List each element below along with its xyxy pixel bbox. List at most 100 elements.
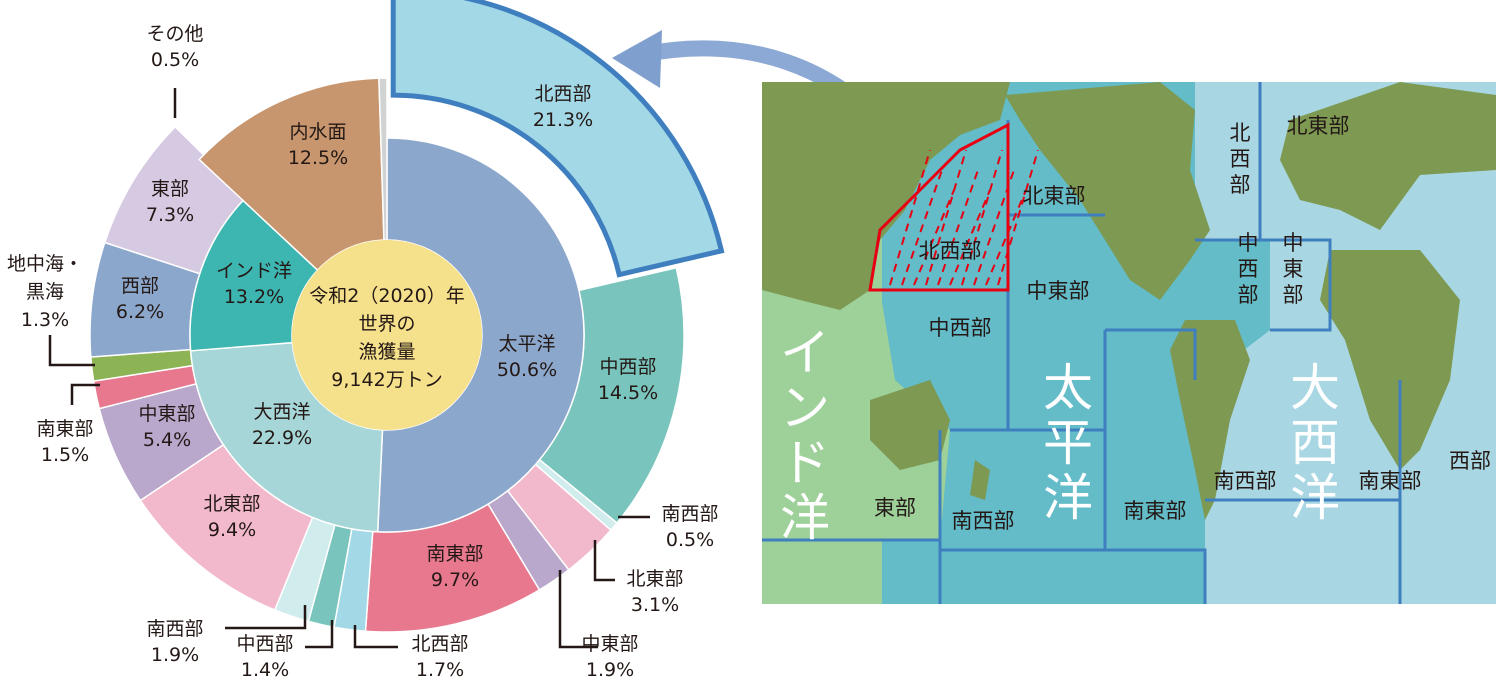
outer-9-value: 9.4% — [208, 519, 256, 541]
map-region-label-9: 南東部 — [1124, 499, 1187, 523]
map-region-label-6: 西部 — [1449, 449, 1491, 473]
hatch-line-6 — [961, 149, 1003, 286]
inner-pacific-label: 太平洋 — [498, 333, 555, 355]
outer-11-value: 1.5% — [41, 444, 89, 466]
map-region-label-13: 北 — [1230, 121, 1251, 145]
outer-5-value: 9.7% — [431, 569, 479, 591]
inner-atlantic-label: 大西洋 — [253, 401, 310, 423]
callout-lines — [48, 88, 650, 649]
outer-9-label: 北東部 — [203, 493, 260, 515]
inner-inland-value: 12.5% — [288, 147, 348, 169]
map-region-label-5: 東 — [1283, 257, 1304, 281]
outer-2-label: 南西部 — [661, 503, 718, 525]
map-region-label-3: 中西部 — [929, 316, 992, 340]
outer-8-label: 南西部 — [146, 618, 203, 640]
outer-10-value: 5.4% — [143, 429, 191, 451]
outer-3-label: 北東部 — [626, 568, 683, 590]
map-region-label-1: 北西部 — [919, 239, 982, 263]
outer-7-value: 1.4% — [241, 659, 289, 681]
outer-slice-0 — [390, 0, 725, 278]
land-5 — [870, 380, 950, 470]
map-ocean-name-2: 西 — [1290, 414, 1340, 472]
land-3 — [1280, 82, 1496, 230]
inner-indian-label: インド洋 — [216, 260, 292, 282]
region-border-4 — [1105, 328, 1197, 380]
outer-14-label: 東部 — [151, 178, 189, 200]
outer-7-label: 中西部 — [236, 633, 293, 655]
callout-line-7 — [70, 383, 100, 405]
callout-line-8 — [48, 335, 95, 367]
slice-labels: 太平洋 50.6% 大西洋 22.9% インド洋 13.2% 内水面 12.5% 北西部 21.3… — [7, 23, 719, 681]
map-ocean-name-0: ド — [780, 434, 830, 492]
center-circle — [292, 240, 482, 430]
land-0 — [762, 82, 1010, 310]
highlight-nw-pacific — [868, 122, 1010, 292]
outer-10-label: 中東部 — [138, 403, 195, 425]
inner-other-value: 0.5% — [151, 49, 199, 71]
map-region-label-4: 中 — [1238, 231, 1259, 255]
outer-1-value: 14.5% — [598, 382, 658, 404]
map-region-label-7: 東部 — [874, 496, 916, 520]
callout-line-5 — [305, 620, 334, 649]
map-ocean-name-1: 平 — [1043, 414, 1093, 472]
land-4 — [1320, 250, 1460, 470]
center-label-world: 世界の — [358, 313, 415, 335]
outer-5-label: 南東部 — [426, 543, 483, 565]
center-label-total: 9,142万トン — [331, 369, 442, 391]
hatch-line-1 — [901, 169, 943, 286]
outer-0-value: 21.3% — [533, 109, 593, 131]
land-2 — [1170, 320, 1250, 520]
map-ocean-name-0: ン — [780, 379, 830, 437]
map-region-label-0: 北東部 — [1023, 184, 1086, 208]
map-region-label-10: 南西部 — [1214, 469, 1277, 493]
outer-14-value: 7.3% — [146, 204, 194, 226]
region-border-6 — [940, 548, 1207, 604]
map-ocean-name-1: 洋 — [1043, 469, 1093, 527]
map-ocean-name-2: 洋 — [1290, 469, 1340, 527]
outer-6-value: 1.7% — [416, 659, 464, 681]
hatch-line-3 — [925, 149, 967, 286]
indian-ocean-east — [762, 290, 950, 540]
atlantic-ocean-area — [1195, 82, 1496, 604]
land-1 — [1005, 82, 1210, 300]
map-ocean-name-1: 太 — [1043, 359, 1093, 417]
outer-13-label: 西部 — [121, 275, 159, 297]
outer-11-label: 南東部 — [36, 418, 93, 440]
outer-label-blacksea: 黒海 — [26, 281, 64, 303]
map-region-label-11: 南東部 — [1359, 469, 1422, 493]
inner-inland-label: 内水面 — [289, 121, 346, 143]
hatch-line-8 — [985, 189, 1027, 286]
hatch-line-9 — [997, 149, 1039, 286]
map-region-label-12: 北東部 — [1287, 114, 1350, 138]
center-label-catch: 漁獲量 — [358, 341, 415, 363]
callout-line-3 — [558, 570, 598, 649]
hatch-line-5 — [949, 189, 991, 286]
region-border-9 — [1195, 238, 1332, 332]
hatch-line-0 — [889, 149, 931, 286]
inner-pacific-value: 50.6% — [497, 359, 557, 381]
outer-2-value: 0.5% — [666, 529, 714, 551]
donut-rings — [89, 0, 725, 633]
map-ocean-name-0: イ — [780, 324, 830, 382]
map-region-label-13: 西 — [1230, 147, 1251, 171]
map-region-label-2: 中東部 — [1027, 279, 1090, 303]
map-region-label-8: 南西部 — [952, 509, 1015, 533]
land-6 — [970, 460, 990, 500]
map-region-label-5: 部 — [1283, 283, 1304, 307]
hatch-line-4 — [937, 169, 979, 286]
outer-4-label: 中東部 — [581, 633, 638, 655]
inner-other-label: その他 — [146, 23, 203, 45]
outer-8-value: 1.9% — [151, 644, 199, 666]
hatch-line-7 — [973, 169, 1015, 286]
map-region-label-13: 部 — [1230, 173, 1251, 197]
outer-0-label: 北西部 — [534, 83, 591, 105]
world-ocean-map: 北東部北西部中東部中西部中西部中東部西部東部南西部南東部南西部南東部北東部北西部… — [762, 82, 1496, 604]
map-region-label-4: 部 — [1238, 283, 1259, 307]
outer-6-label: 北西部 — [411, 633, 468, 655]
arrowhead-icon — [612, 30, 662, 88]
inner-indian-value: 13.2% — [224, 286, 284, 308]
inner-atlantic-value: 22.9% — [252, 427, 312, 449]
map-region-label-5: 中 — [1283, 231, 1304, 255]
outer-3-value: 3.1% — [631, 594, 679, 616]
